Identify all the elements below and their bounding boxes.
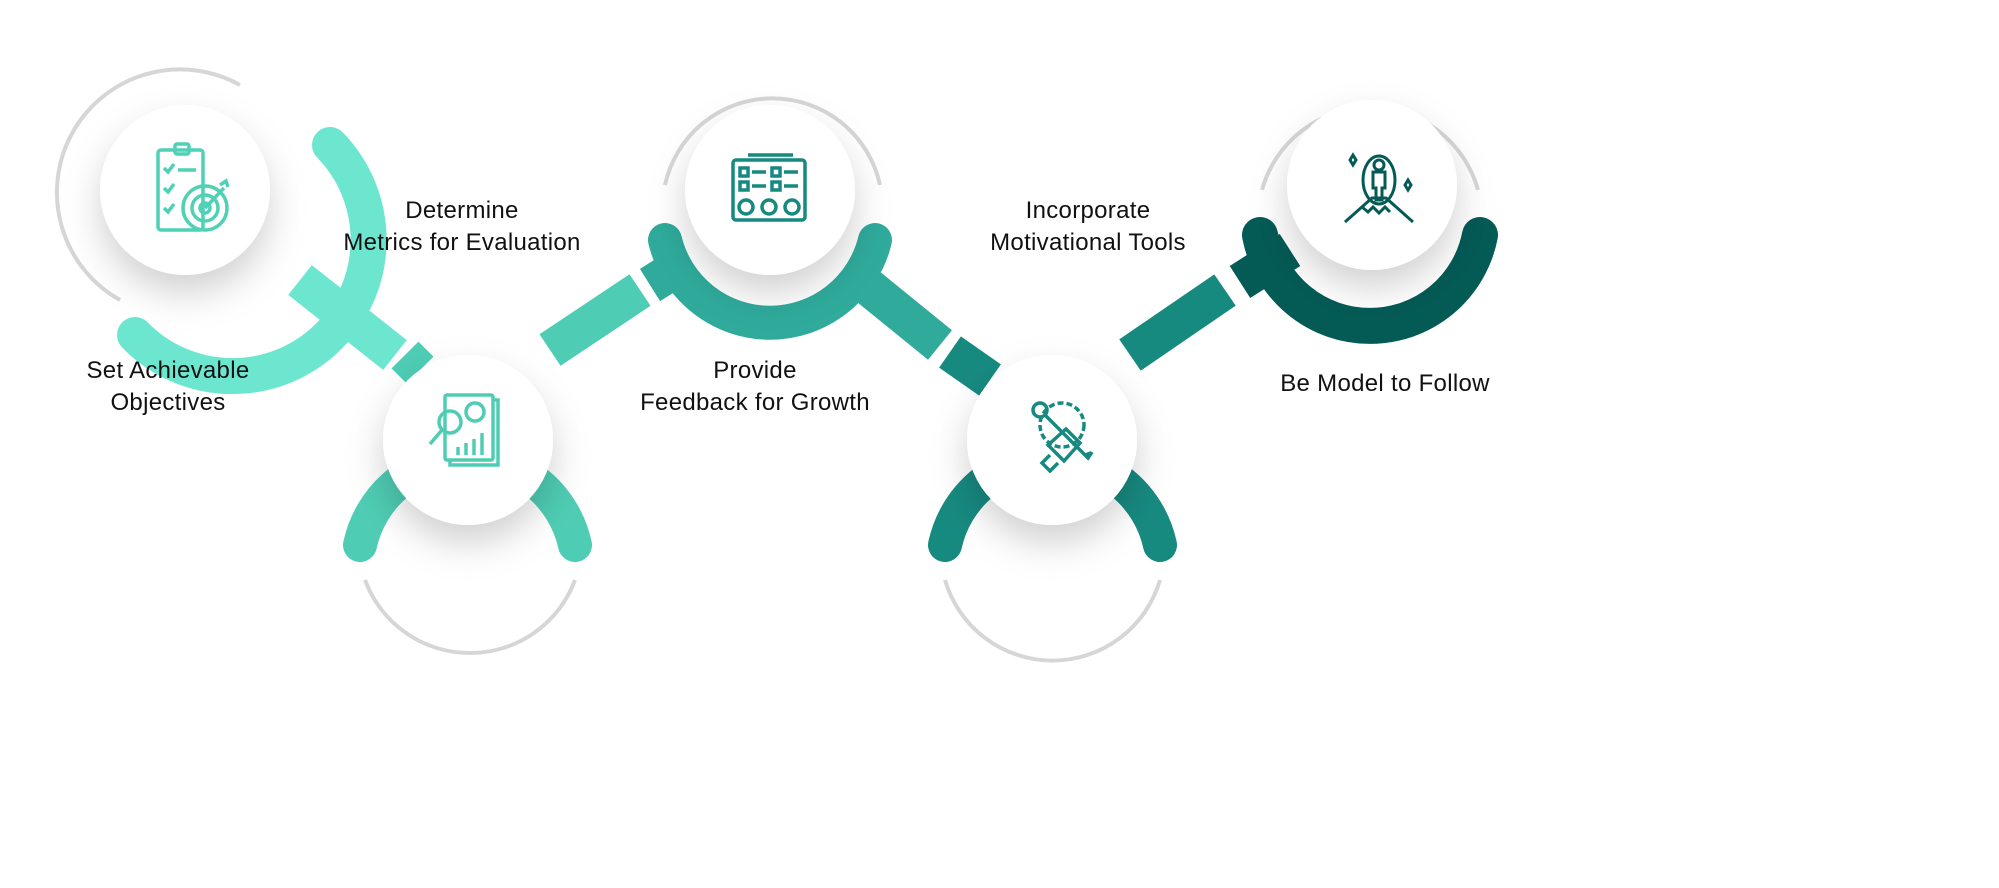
connector-3-4b	[939, 336, 1001, 396]
ring-3	[663, 96, 882, 186]
band-arc-3	[648, 223, 892, 340]
step-label-2-line1: Determine	[405, 197, 519, 224]
clipboard-target-icon	[156, 142, 230, 232]
step-label-1-line2: Objectives	[110, 389, 226, 416]
step-label-1: Set Achievable Objectives	[0, 355, 348, 419]
connector-1-2b	[391, 341, 434, 384]
step-label-2: Determine Metrics for Evaluation	[282, 195, 642, 259]
step-circle-1	[100, 105, 270, 275]
report-magnifier-icon	[428, 393, 500, 467]
connector-2-3	[539, 274, 651, 366]
step-label-4: Incorporate Motivational Tools	[908, 195, 1268, 259]
ring-1	[54, 67, 241, 302]
step-label-3-line2: Feedback for Growth	[640, 389, 870, 416]
step-label-4-line2: Motivational Tools	[990, 229, 1186, 256]
person-on-mountain-icon	[1344, 152, 1414, 224]
step-label-3-line1: Provide	[713, 357, 797, 384]
band-arc-1	[117, 127, 387, 395]
step-label-3: Provide Feedback for Growth	[575, 355, 935, 419]
band-arc-5	[1242, 217, 1498, 344]
connector-3-4	[848, 265, 952, 360]
step-label-1-line1: Set Achievable	[86, 357, 250, 384]
ring-4	[943, 579, 1162, 663]
feedback-form-icon	[731, 153, 807, 222]
ring-2	[363, 579, 577, 655]
hand-wrench-gear-icon	[1031, 401, 1094, 474]
step-circle-2	[383, 355, 553, 525]
step-circle-3	[685, 105, 855, 275]
step-label-2-line2: Metrics for Evaluation	[343, 229, 581, 256]
step-label-5: Be Model to Follow	[1205, 368, 1565, 400]
step-label-5-line1: Be Model to Follow	[1280, 370, 1490, 397]
step-label-4-line1: Incorporate	[1025, 197, 1151, 224]
connector-4-5	[1119, 274, 1236, 371]
